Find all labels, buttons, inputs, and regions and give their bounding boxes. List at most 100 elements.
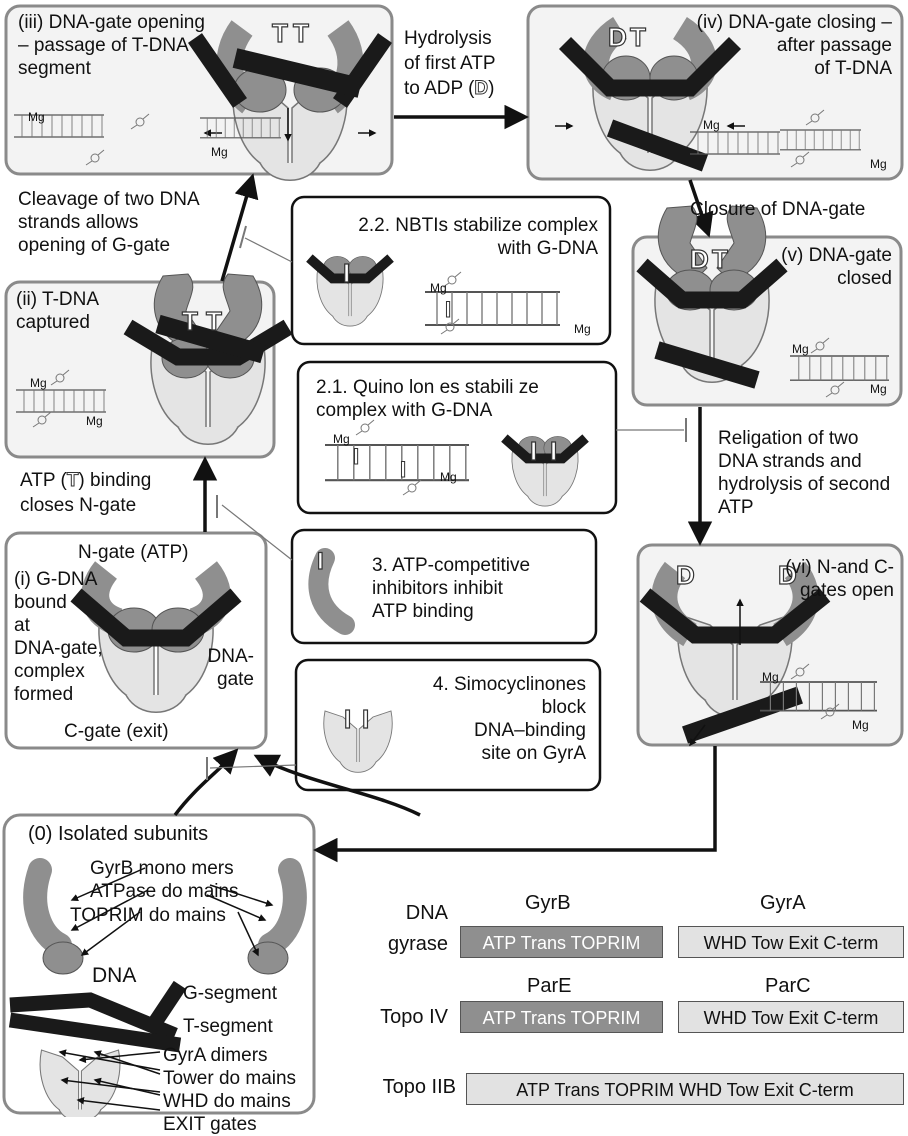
c-gate-label: C-gate (exit) <box>64 721 169 742</box>
gyrb-header: GyrB <box>525 892 571 914</box>
hydrolysis-first-line1: Hydrolysis <box>404 28 492 49</box>
atp-glyph-iii: T <box>271 18 290 48</box>
atp-glyph-ii: T <box>181 306 198 336</box>
mg-label: Mg <box>30 376 47 390</box>
legend-exit-gates: EXIT gates <box>163 1114 257 1135</box>
topo2b-domain-bar: ATP Trans TOPRIM WHD Tow Exit C-term <box>466 1073 904 1105</box>
religation-label: Religation of two DNA strands and hydrol… <box>718 428 891 518</box>
adp-glyph-vi: D <box>675 560 695 590</box>
mg-label: Mg <box>574 322 591 336</box>
inhibitor-glyph-nbti: I <box>342 258 351 288</box>
parc-domain-bar: WHD Tow Exit C-term <box>678 1001 904 1033</box>
state-iv-title: (iv) DNA-gate closing – after passage of… <box>696 12 892 79</box>
legend-toprim-domains: TOPRIM do mains <box>70 905 226 926</box>
atp-glyph-inline: T <box>66 470 79 492</box>
gyrb-monomer-right <box>258 858 307 957</box>
quinolones-text: 2.1. Quino lon es stabili ze complex wit… <box>316 377 539 421</box>
mg-label: Mg <box>792 342 809 356</box>
enzyme-v <box>636 205 788 389</box>
dna-t-segment <box>8 1012 182 1053</box>
gyrase-name: DNA gyrase <box>387 902 448 955</box>
inhibitor-glyph-quin-2: I <box>549 436 558 466</box>
adp-glyph-inline: D <box>474 78 489 100</box>
atp-binding-line2: closes N-gate <box>20 495 137 516</box>
simo-block-line <box>209 764 297 769</box>
enzyme-ii <box>123 273 293 445</box>
arrow-0-to-i-right <box>253 754 421 817</box>
mg-label: Mg <box>762 670 779 684</box>
mg-label: Mg <box>852 718 869 732</box>
pare-domain-bar: ATP Trans TOPRIM <box>460 1001 663 1033</box>
state-ii-title: (ii) T-DNA captured <box>16 289 100 333</box>
state-0-title: (0) Isolated subunits <box>28 823 209 845</box>
atp-glyph-v: T <box>711 244 728 274</box>
hydrolysis-first-line2: of first ATP <box>404 53 496 74</box>
mg-label: Mg <box>703 118 720 132</box>
adp-glyph-iv: D <box>607 22 627 52</box>
topo4-name: Topo IV <box>380 1006 448 1028</box>
enzyme-nbti <box>306 254 394 327</box>
inhibitor-glyph-atp: I <box>316 548 324 575</box>
state-v-title: (v) DNA-gate closed <box>781 245 892 289</box>
gyrb-domain-bar: ATP Trans TOPRIM <box>460 926 663 958</box>
mg-label: Mg <box>211 145 228 159</box>
gyra-header: GyrA <box>760 892 806 914</box>
atp-glyph-ii-2: T <box>205 306 222 336</box>
arrow-iv-to-v <box>688 179 714 238</box>
legend-pointers <box>58 867 274 1111</box>
enzyme-iv <box>555 16 745 172</box>
inhibitor-glyph-simo: I <box>343 704 352 734</box>
nbti-block-line <box>244 237 293 263</box>
adp-glyph-vi-2: D <box>777 560 797 590</box>
inhibitor-glyph-quin-dna-2: I <box>399 457 407 482</box>
state-0-box <box>2 813 316 1115</box>
legend-tower-domains: Tower do mains <box>163 1068 297 1089</box>
mg-label: Mg <box>86 414 103 428</box>
mg-label: Mg <box>870 157 887 171</box>
state-iii-title: (iii) DNA-gate opening – passage of T-DN… <box>18 12 205 79</box>
hydrolysis-first-line3: to ADP (D) <box>404 78 495 100</box>
arrow-ii-to-iii <box>220 173 259 282</box>
atp-binding-line1: ATP (T) binding <box>20 470 152 492</box>
legend-gyra-dimers: GyrA dimers <box>163 1045 268 1066</box>
simocyclinones-text: 4. Simocyclinones block DNA–binding site… <box>432 674 586 764</box>
atp-glyph-iv: T <box>629 22 646 52</box>
atp-block-line <box>221 504 293 561</box>
inhibitor-glyph-simo-2: I <box>361 704 370 734</box>
enzyme-iii <box>188 20 392 181</box>
state-i-title: (i) G-DNA bound at DNA-gate, complex for… <box>14 569 103 705</box>
state-vi-title: (vi) N-and C- gates open <box>785 557 894 601</box>
adp-glyph-v: D <box>689 244 709 274</box>
enzyme-i <box>70 561 242 713</box>
atp-glyph-iii-2: T <box>292 18 309 48</box>
gyra-domain-bar: WHD Tow Exit C-term <box>678 926 904 958</box>
dna-gate-label: DNA- gate <box>207 646 254 690</box>
closure-label: Closure of DNA-gate <box>690 199 866 220</box>
enzyme-vi <box>639 561 831 747</box>
mg-label: Mg <box>440 470 457 484</box>
mg-label: Mg <box>333 432 350 446</box>
inhibitor-glyph-quin: I <box>529 436 538 466</box>
n-gate-label: N-gate (ATP) <box>78 542 189 563</box>
legend-t-segment: T-segment <box>183 1016 273 1037</box>
cleavage-label: Cleavage of two DNA strands allows openi… <box>18 189 200 256</box>
legend-gyrb-monomers: GyrB mono mers <box>90 858 234 879</box>
atp-competitive-text: 3. ATP-competitive inhibitors inhibit AT… <box>372 555 531 622</box>
legend-g-segment: G-segment <box>183 983 277 1004</box>
arrow-0-to-i-left <box>173 748 239 817</box>
inhibitor-glyph-nbti-dna: I <box>444 297 452 322</box>
arrow-vi-to-0 <box>313 746 717 863</box>
mg-label: Mg <box>870 382 887 396</box>
pare-header: ParE <box>527 975 572 997</box>
atp-competitive-box <box>290 528 598 645</box>
inhibitor-glyph-quin-dna: I <box>352 444 360 469</box>
legend-atpase-domains: ATPase do mains <box>90 881 239 902</box>
nbti-text: 2.2. NBTIs stabilize complex with G-DNA <box>358 215 598 259</box>
gyrb-monomer-atp-box <box>308 548 355 635</box>
state-ii-box <box>4 280 276 459</box>
legend-dna: DNA <box>92 964 137 987</box>
legend-whd-domains: WHD do mains <box>163 1091 291 1112</box>
parc-header: ParC <box>765 975 811 997</box>
